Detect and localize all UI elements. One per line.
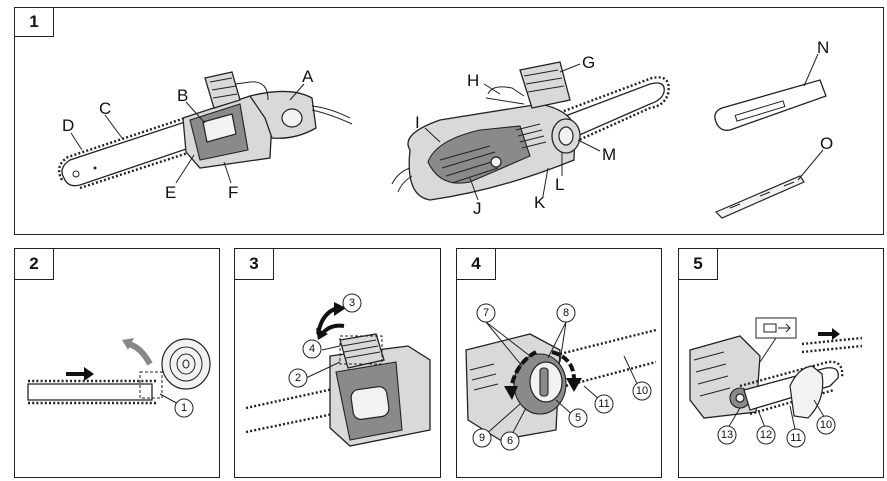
front-handle-right <box>519 61 571 109</box>
right-arrow-icon-p5 <box>818 328 840 340</box>
panel-4-number: 4 <box>457 249 496 280</box>
callout-11a <box>594 394 614 414</box>
panel-5-number: 5 <box>679 249 718 280</box>
tension-knob-b <box>202 113 237 143</box>
label-E: E <box>165 183 176 202</box>
handle-grip-lines <box>523 69 565 93</box>
curved-arrow-icon <box>127 341 153 366</box>
callout-4 <box>302 339 322 359</box>
right-arrow-icon <box>66 367 94 381</box>
callout-10a <box>632 381 652 401</box>
power-cord <box>311 105 351 119</box>
label-O: O <box>820 134 833 153</box>
panel-2-number: 2 <box>15 249 54 280</box>
label-N: N <box>817 38 829 57</box>
panel-3-illustration <box>245 302 431 447</box>
panel-1-number: 1 <box>15 8 54 37</box>
panel-5-illustration <box>689 317 863 435</box>
chain-detail <box>801 336 863 354</box>
chainsaw-side-view <box>57 71 353 190</box>
callout-1 <box>174 398 194 418</box>
callout-10a-text: 10 <box>636 385 648 397</box>
callout-8 <box>556 303 576 323</box>
highlight-box-p3 <box>339 335 383 365</box>
label-A: A <box>302 67 314 86</box>
saw-chain-right <box>555 76 670 146</box>
bar-nose-sprocket <box>72 170 80 178</box>
spanner-O <box>714 175 805 219</box>
callout-9-text: 9 <box>479 432 485 444</box>
vent-bolt <box>490 156 502 168</box>
callout-1-text: 1 <box>181 402 187 414</box>
rotate-right-arrow <box>551 350 576 381</box>
label-J: J <box>473 199 482 218</box>
saw-chain-left <box>57 115 201 190</box>
label-M: M <box>602 145 616 164</box>
callout-12-text: 12 <box>760 429 772 441</box>
callout-10b-text: 10 <box>820 419 832 431</box>
hand-guard-h <box>485 86 525 105</box>
label-L: L <box>555 175 564 194</box>
callout-7-text: 7 <box>483 307 489 319</box>
panel-2-illustration <box>27 338 211 407</box>
label-D: D <box>62 116 74 135</box>
highlight-box <box>139 371 163 399</box>
callout-3-text: 3 <box>349 297 355 309</box>
callout-2-text: 2 <box>295 372 301 384</box>
front-handle-p3 <box>339 333 385 369</box>
callout-11a-text: 11 <box>598 398 609 410</box>
callout-9 <box>472 428 492 448</box>
label-F: F <box>228 183 238 202</box>
vent-lines-p4 <box>469 363 499 391</box>
guide-bar-right <box>559 82 665 141</box>
label-I: I <box>415 113 420 132</box>
callout-12 <box>756 425 776 445</box>
callout-13 <box>717 425 737 445</box>
label-B: B <box>177 86 188 105</box>
callout-13-text: 13 <box>721 429 733 441</box>
callout-8-text: 8 <box>563 307 569 319</box>
callout-4-text: 4 <box>309 343 315 355</box>
callout-6 <box>500 431 520 451</box>
callout-7 <box>476 303 496 323</box>
callout-11b <box>786 428 806 448</box>
cooling-vents <box>439 145 499 184</box>
trigger-guard <box>281 108 303 128</box>
chainsaw-angled-view <box>391 61 670 201</box>
callout-3 <box>342 293 362 313</box>
label-K: K <box>534 193 546 212</box>
panel-4-illustration <box>465 321 657 441</box>
callout-2 <box>288 368 308 388</box>
label-C: C <box>99 99 111 118</box>
label-G: G <box>582 53 595 72</box>
callout-11b-text: 11 <box>790 432 801 444</box>
callout-5 <box>568 408 588 428</box>
side-panel-right <box>427 125 531 184</box>
chain-roll <box>161 338 211 390</box>
guide-bar-p2 <box>27 383 153 401</box>
callout-6-text: 6 <box>507 435 513 447</box>
power-cord-right <box>391 167 413 193</box>
callout-10b <box>816 415 836 435</box>
callout-5-text: 5 <box>575 412 581 424</box>
label-H: H <box>467 71 479 90</box>
hand-p5 <box>789 365 824 419</box>
panel-3-number: 3 <box>235 249 274 280</box>
